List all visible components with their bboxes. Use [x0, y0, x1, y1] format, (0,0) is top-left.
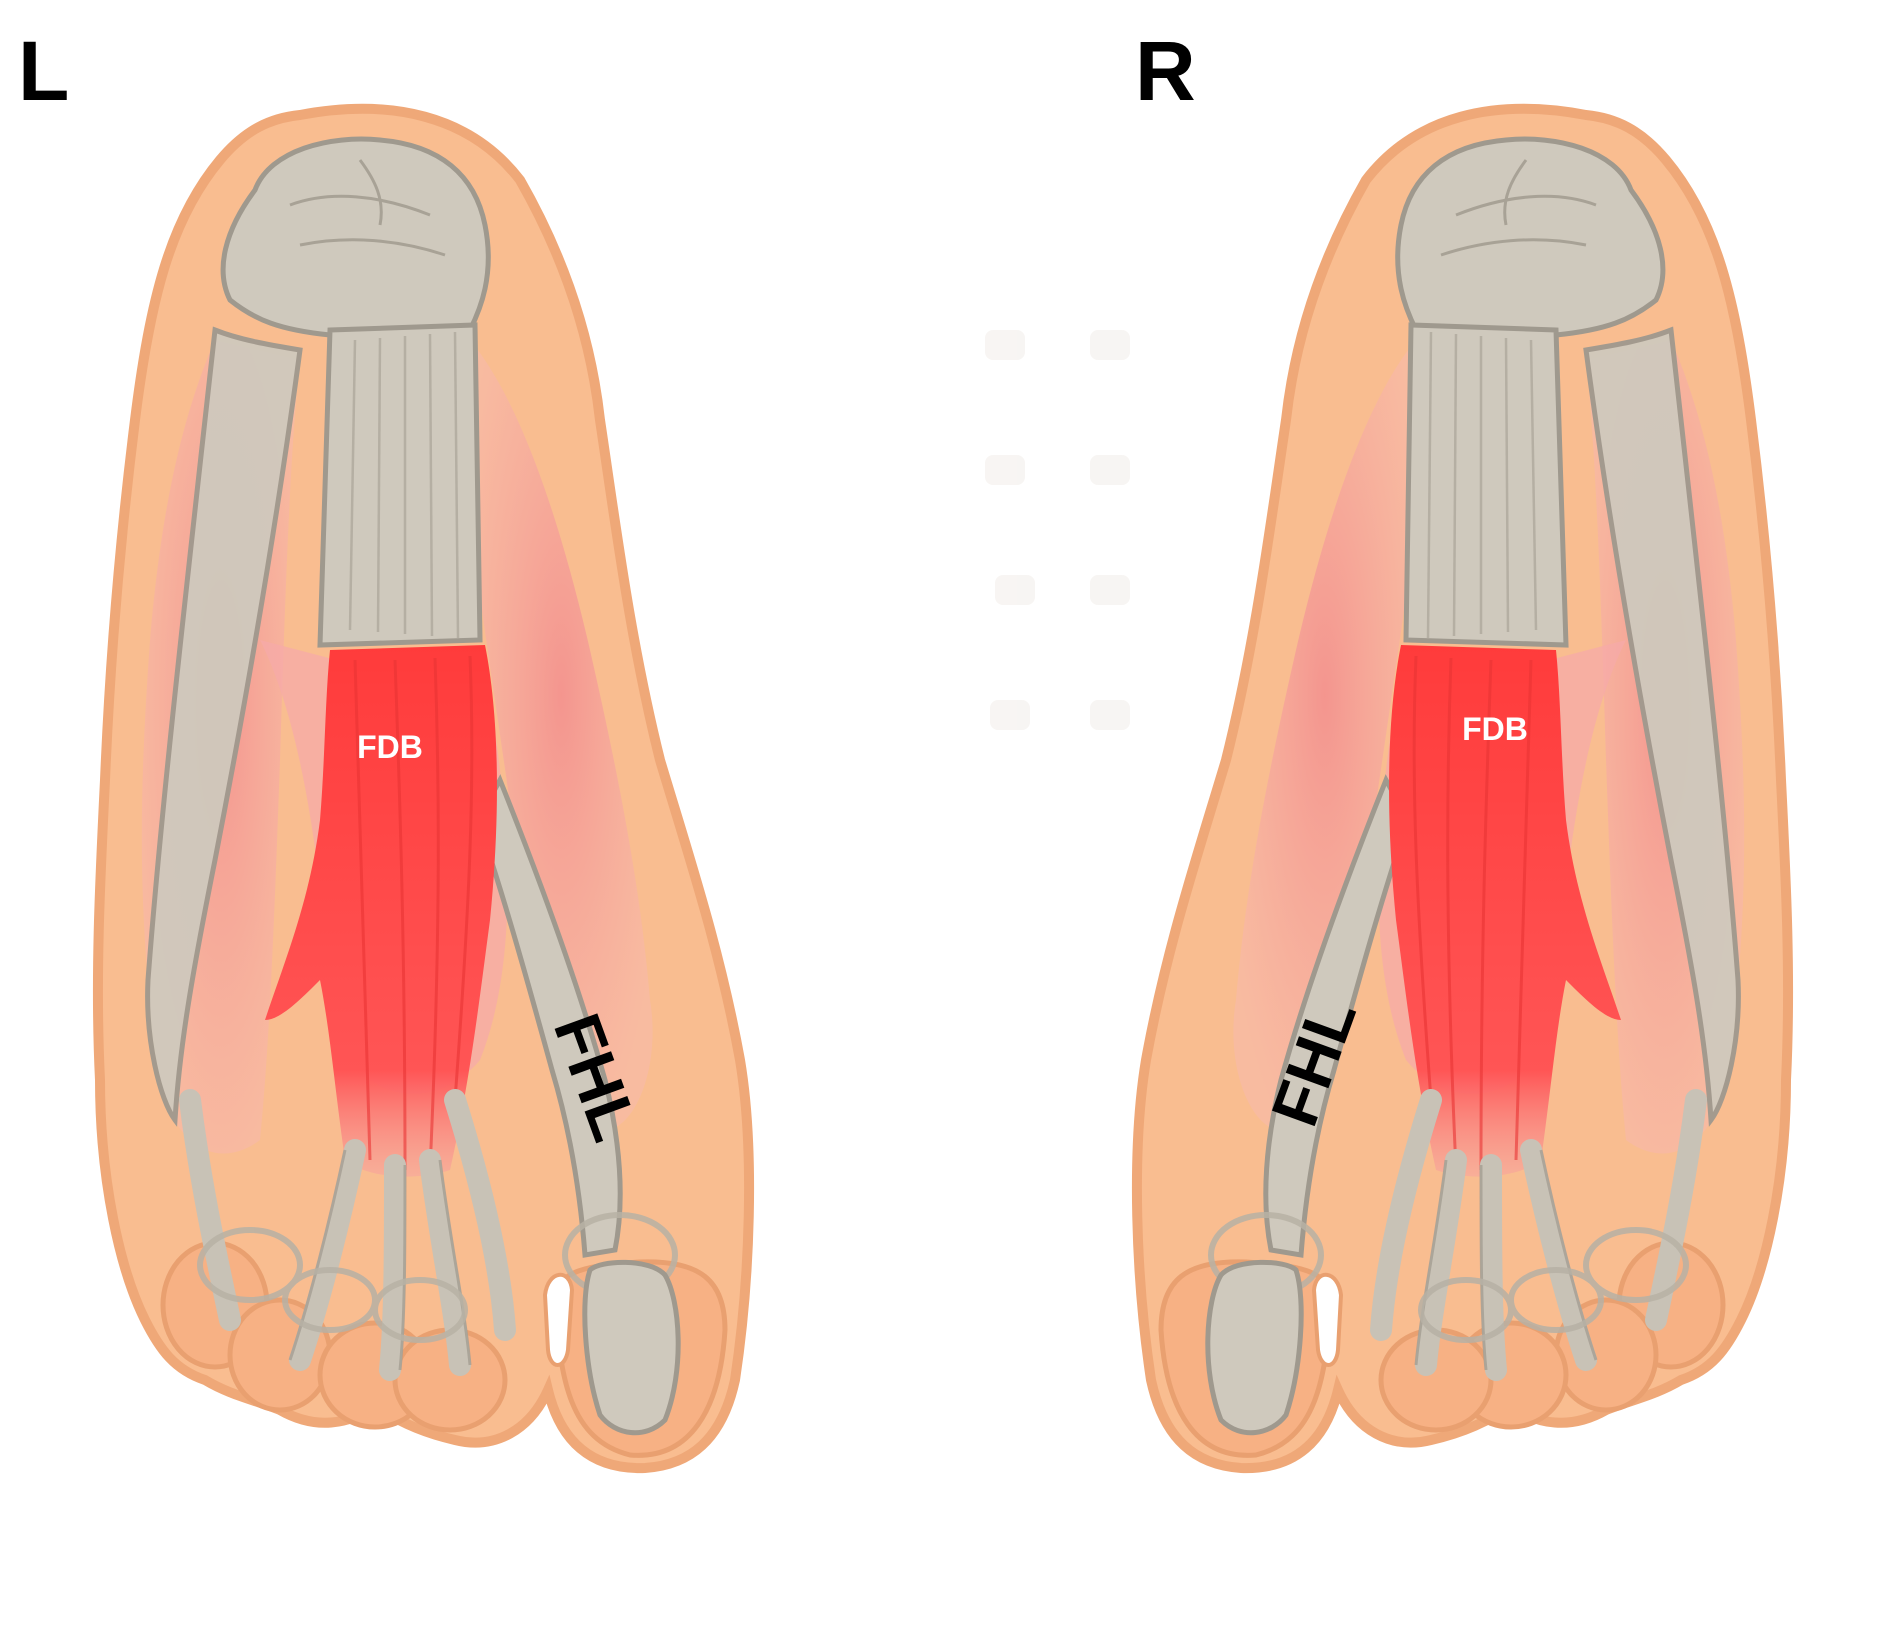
- left-fdb-label: FDB: [357, 729, 423, 765]
- right-fdb-label: FDB: [1462, 711, 1528, 747]
- right-foot: [1137, 109, 1788, 1468]
- left-foot: [98, 109, 749, 1468]
- right-side-label: R: [1135, 24, 1196, 118]
- faint-watermark: [985, 330, 1130, 730]
- left-side-label: L: [18, 24, 69, 118]
